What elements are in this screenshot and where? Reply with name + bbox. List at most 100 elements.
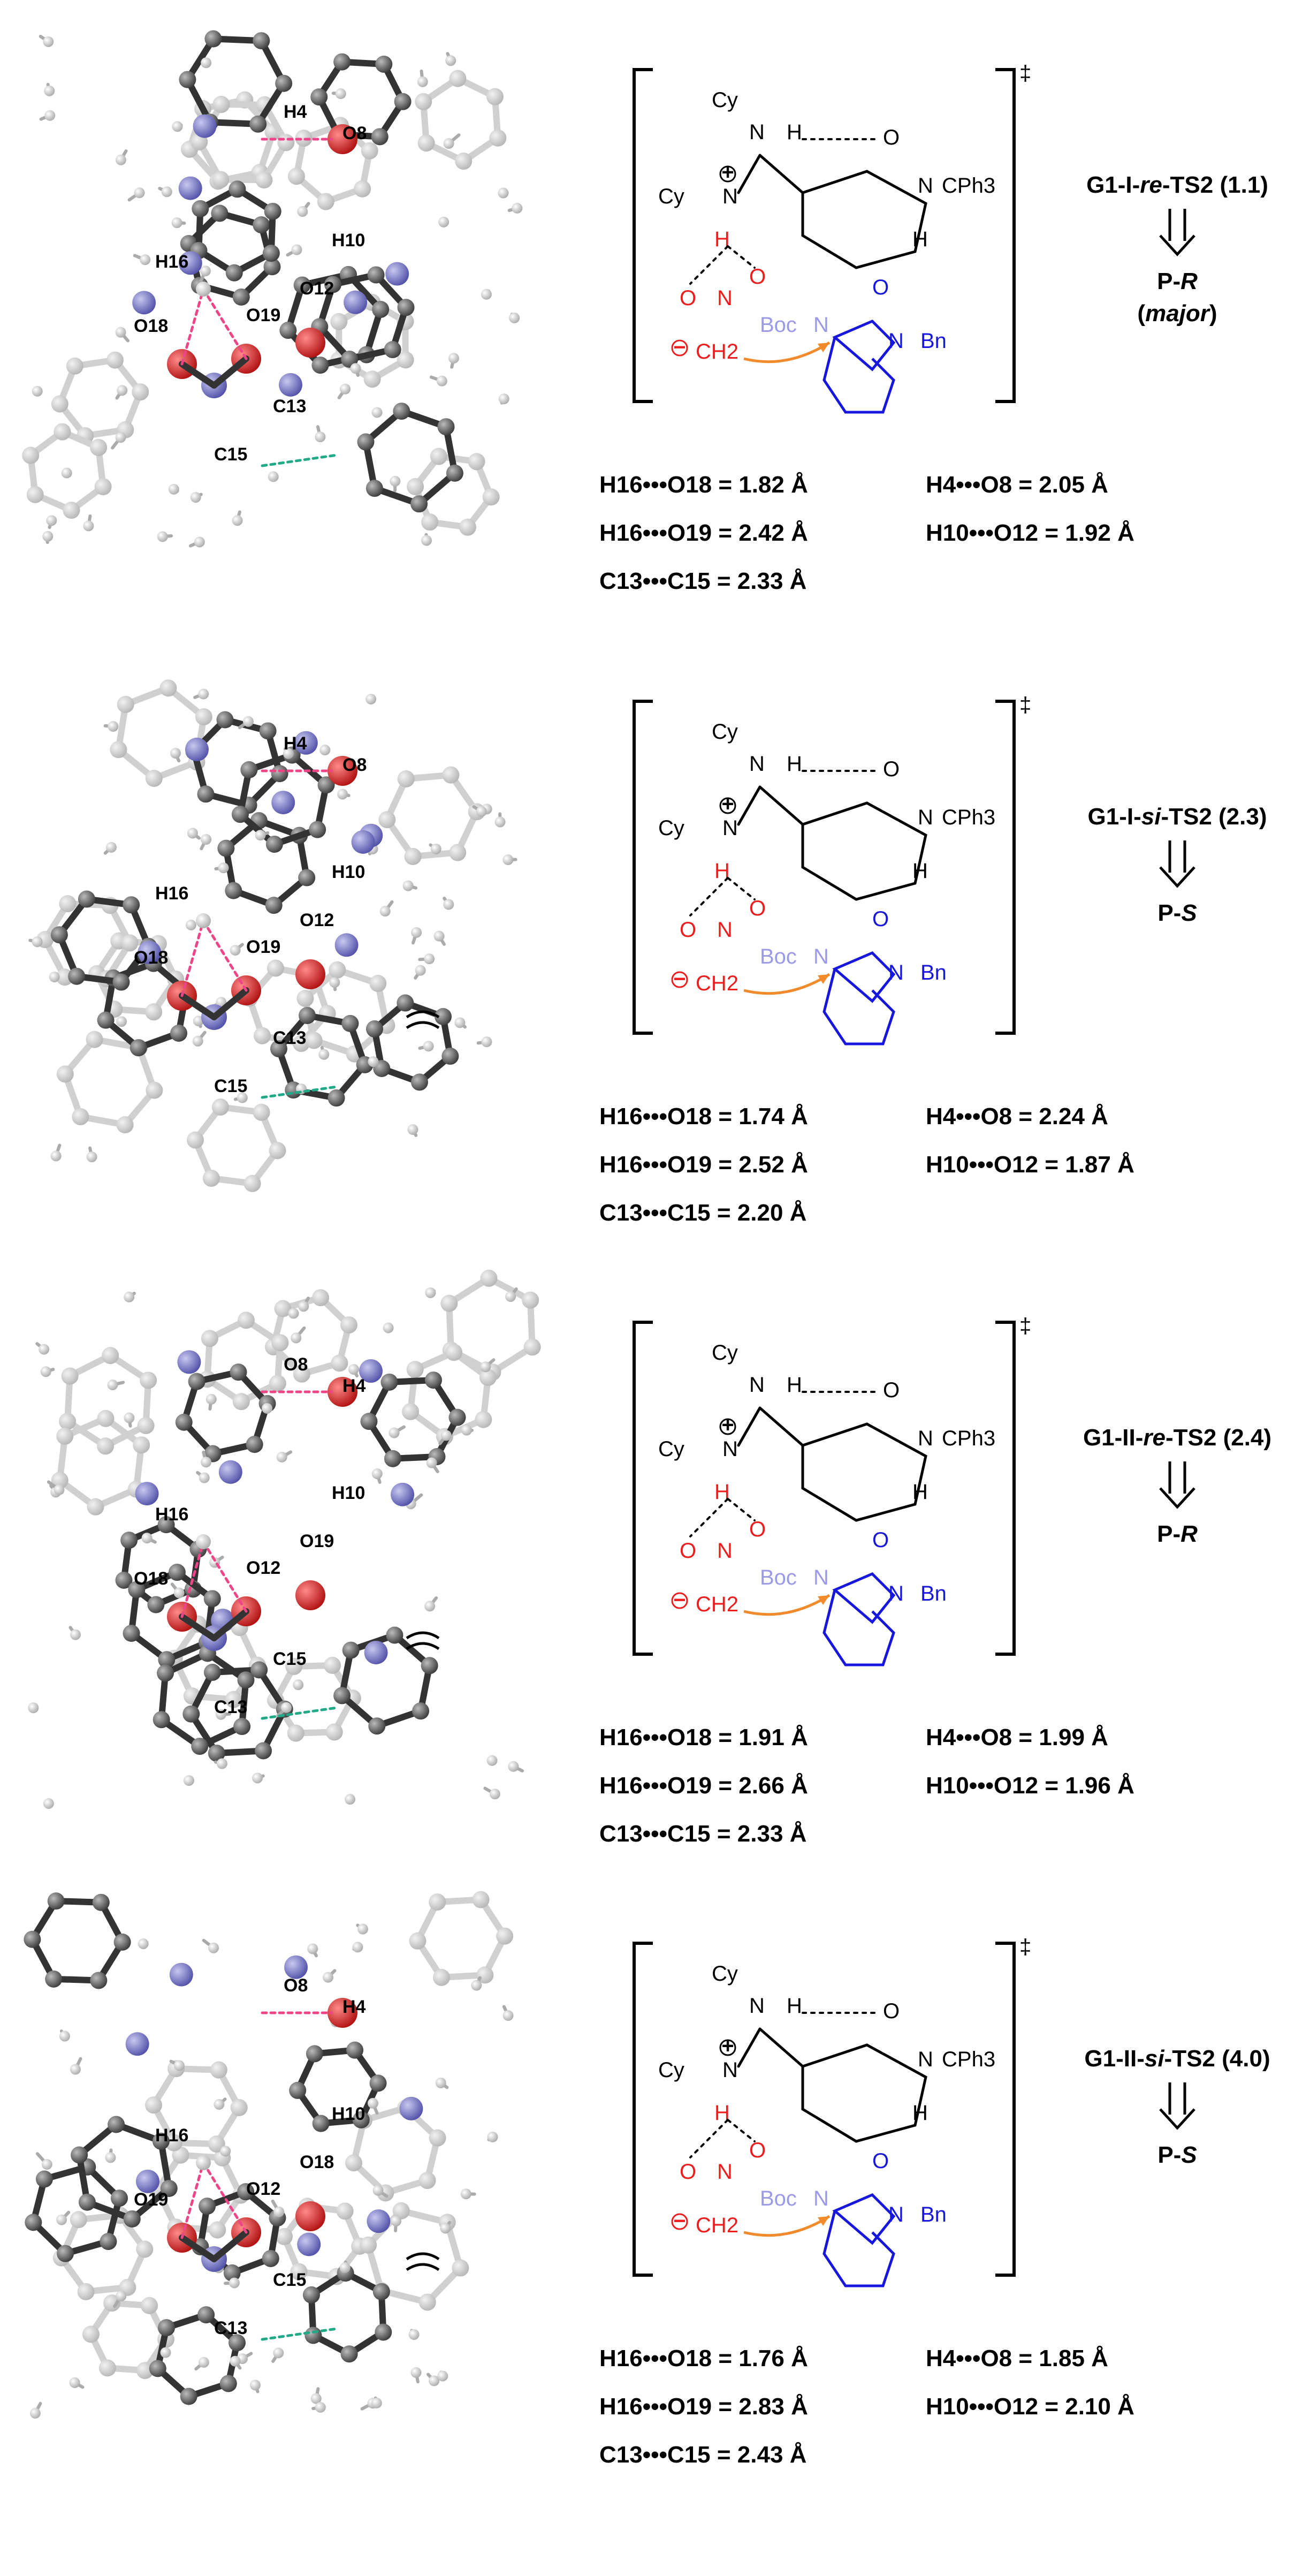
carbon-ring-atom	[317, 776, 335, 794]
hydrogen-atom	[297, 206, 308, 217]
distance-h16-o18: H16•••O18 = 1.91 Å	[599, 1724, 808, 1751]
ts-summary: G1-I-re-TS2 (1.1)P-R(major)	[1086, 172, 1268, 327]
light-carbon-ring-atom	[274, 1300, 292, 1317]
carbon-ring-atom	[298, 869, 316, 887]
carbon-ring-atom	[208, 1744, 225, 1762]
light-carbon-ring-atom	[77, 2283, 95, 2300]
light-carbon-ring-atom	[482, 488, 500, 506]
hydrogen-atom	[242, 716, 254, 727]
hydrogen-atom	[124, 1291, 135, 1302]
carbon-ring-atom	[365, 480, 383, 497]
light-carbon-ring-atom	[195, 708, 212, 725]
distance-h10-o12: H10•••O12 = 2.10 Å	[926, 2393, 1134, 2420]
light-carbon-ring-atom	[70, 2211, 87, 2229]
carbon-ring-atom	[153, 1711, 170, 1729]
light-carbon-ring-atom	[230, 2099, 248, 2117]
double-arrow-down-icon	[1159, 1461, 1195, 1509]
hydrogen-atom	[29, 2407, 41, 2419]
light-carbon-ring-atom	[121, 934, 139, 952]
atom-label: O18	[300, 2152, 334, 2172]
hydrogen-atom	[323, 1972, 334, 1983]
hydrogen-atom	[410, 2367, 422, 2378]
hydrogen-atom	[43, 36, 54, 47]
hydrogen-atom	[216, 1758, 227, 1769]
carbon-ring-atom	[168, 1564, 186, 1581]
product-prefix: P-	[1157, 268, 1180, 294]
cy-label: Cy	[712, 1341, 738, 1365]
carbon-ring-atom	[279, 322, 297, 339]
light-carbon-ring-atom	[103, 2294, 121, 2312]
carbon-ring-atom	[306, 2045, 323, 2063]
carbon-ring-atom	[45, 1970, 63, 1988]
distance-c13-c15: C13•••C15 = 2.33 Å	[599, 1821, 806, 1847]
hbond-dotted	[689, 245, 729, 285]
light-carbon-ring-atom	[472, 1891, 490, 1908]
hydrogen-atom	[337, 789, 348, 800]
carbon-ring-atom	[123, 896, 140, 914]
atom-label: H10	[332, 1483, 365, 1503]
ts-suffix: -TS2 (4.0)	[1164, 2045, 1270, 2072]
carbon-ring-atom	[311, 357, 329, 374]
oxygen-atom	[295, 2201, 325, 2231]
hydrogen-atom	[170, 748, 181, 759]
hydrogen-atom	[487, 2131, 498, 2142]
hydrogen-atom	[54, 1484, 65, 1495]
hydrogen-atom	[291, 1332, 302, 1344]
hydrogen-atom	[220, 2146, 231, 2157]
cy-label: Cy	[658, 1437, 684, 1461]
distance-h4-o8: H4•••O8 = 1.85 Å	[926, 2345, 1108, 2372]
piperidine-ring	[801, 170, 927, 269]
atom-n-plus: N	[722, 816, 738, 840]
product-config: S	[1181, 900, 1197, 926]
double-arrow-down-icon	[1159, 209, 1195, 256]
atom-label: H10	[332, 230, 365, 251]
carbon-ring-atom	[249, 115, 267, 133]
light-carbon-ring-atom	[397, 770, 415, 787]
nitrogen-atom	[169, 1963, 193, 1987]
distance-h10-o12: H10•••O12 = 1.87 Å	[926, 1151, 1134, 1178]
ts-suffix: -TS2 (1.1)	[1162, 172, 1268, 198]
light-carbon-ring-atom	[266, 959, 284, 977]
atom-n: N	[918, 1427, 933, 1450]
oxygen-atom	[328, 756, 357, 786]
light-carbon-ring-atom	[317, 193, 334, 210]
carbon-ring-atom	[259, 722, 277, 740]
light-carbon-ring-atom	[421, 513, 439, 531]
hydrogen-atom	[115, 327, 126, 338]
hydrogen-atom	[357, 1923, 368, 1935]
light-carbon-ring-atom	[417, 134, 435, 152]
hydrogen-atom	[407, 1124, 418, 1135]
bond	[211, 355, 249, 389]
hydrogen-atom	[61, 467, 72, 479]
carbon-ring-atom	[237, 1671, 255, 1689]
hydrogen-atom	[391, 2215, 402, 2226]
carbon-ring-atom	[293, 276, 311, 294]
light-carbon-ring-atom	[237, 1312, 255, 1329]
carbon-ring-atom	[346, 2041, 364, 2059]
light-carbon-ring-atom	[429, 1893, 446, 1911]
light-carbon-ring-atom	[378, 811, 396, 829]
hydrogen-atom	[218, 862, 229, 874]
hydrogen-atom	[348, 1364, 359, 1375]
hydrogen-atom	[424, 1601, 436, 1612]
carbon-ring-atom	[191, 1738, 209, 1755]
atom-label: O12	[300, 910, 334, 930]
light-carbon-ring-atom	[305, 1032, 323, 1049]
atom-label: O8	[342, 123, 367, 143]
cy-label: Cy	[712, 1962, 738, 1986]
hydrogen-atom	[196, 1534, 211, 1549]
atom-label: O19	[134, 2189, 168, 2210]
carbon-ring-atom	[50, 926, 68, 944]
ts-suffix: -TS2 (2.4)	[1166, 1425, 1271, 1451]
carbon-ring-atom	[192, 200, 209, 217]
carbon-ring-atom	[24, 1930, 41, 1948]
atom-n-red: N	[717, 1539, 733, 1563]
carbon-ring-atom	[367, 266, 385, 284]
hydrogen-atom	[319, 745, 331, 756]
carbon-ring-atom	[357, 433, 375, 451]
light-carbon-ring-atom	[354, 180, 371, 198]
carbon-ring-atom	[328, 1089, 345, 1107]
hydrogen-atom	[116, 1016, 127, 1027]
